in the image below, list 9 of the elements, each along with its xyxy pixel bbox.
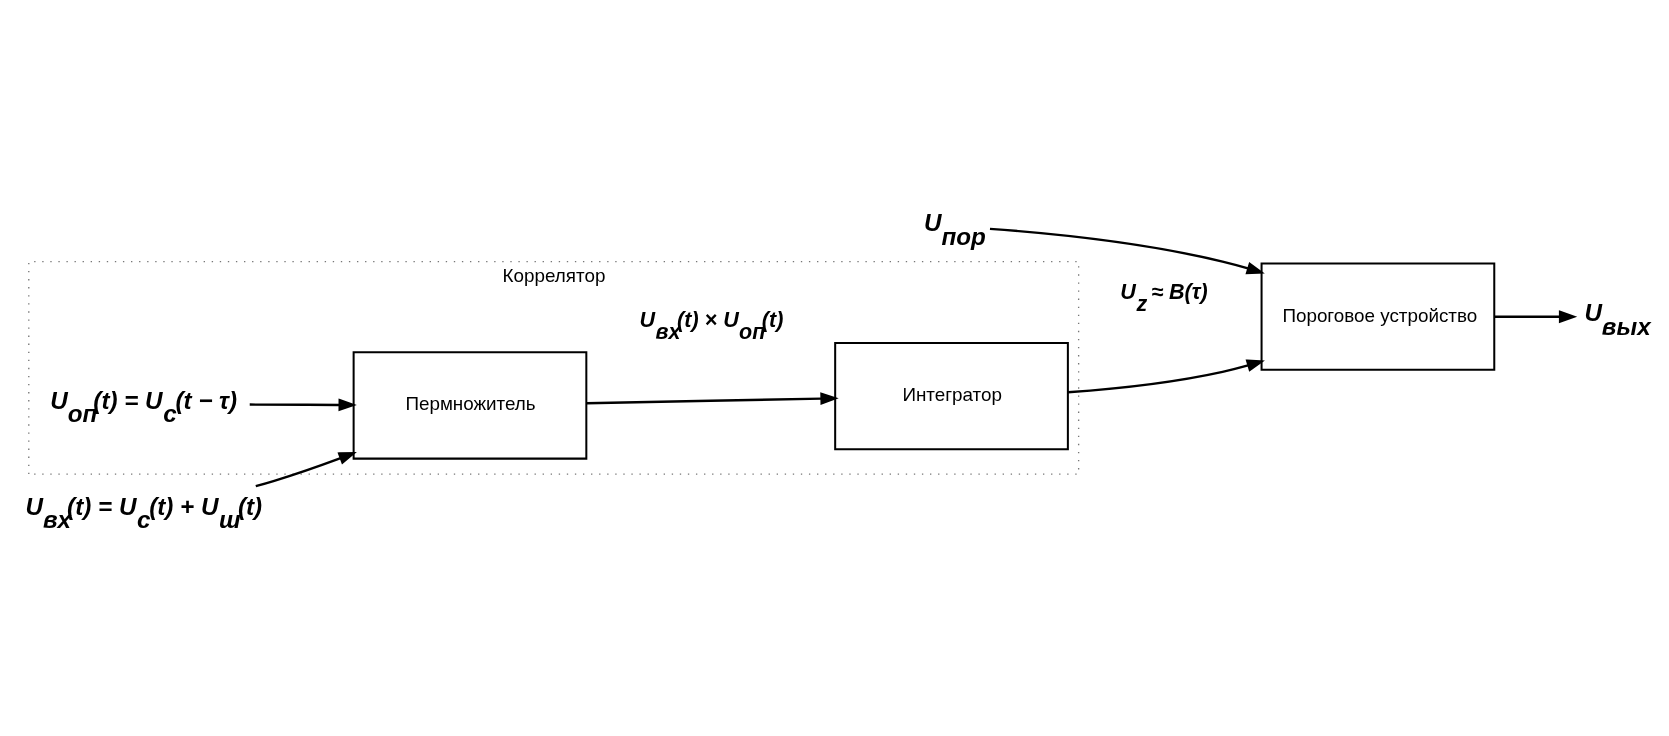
arrow	[989, 227, 1265, 274]
node-box: Пермножитель	[352, 350, 588, 460]
node-box: Пороговое устройство	[1260, 262, 1496, 371]
arrow	[1067, 358, 1265, 393]
arrow	[1494, 309, 1578, 323]
arrow	[586, 391, 839, 405]
arrow	[255, 451, 357, 487]
node-box: Интегратор	[834, 341, 1069, 450]
arrow	[249, 398, 357, 411]
